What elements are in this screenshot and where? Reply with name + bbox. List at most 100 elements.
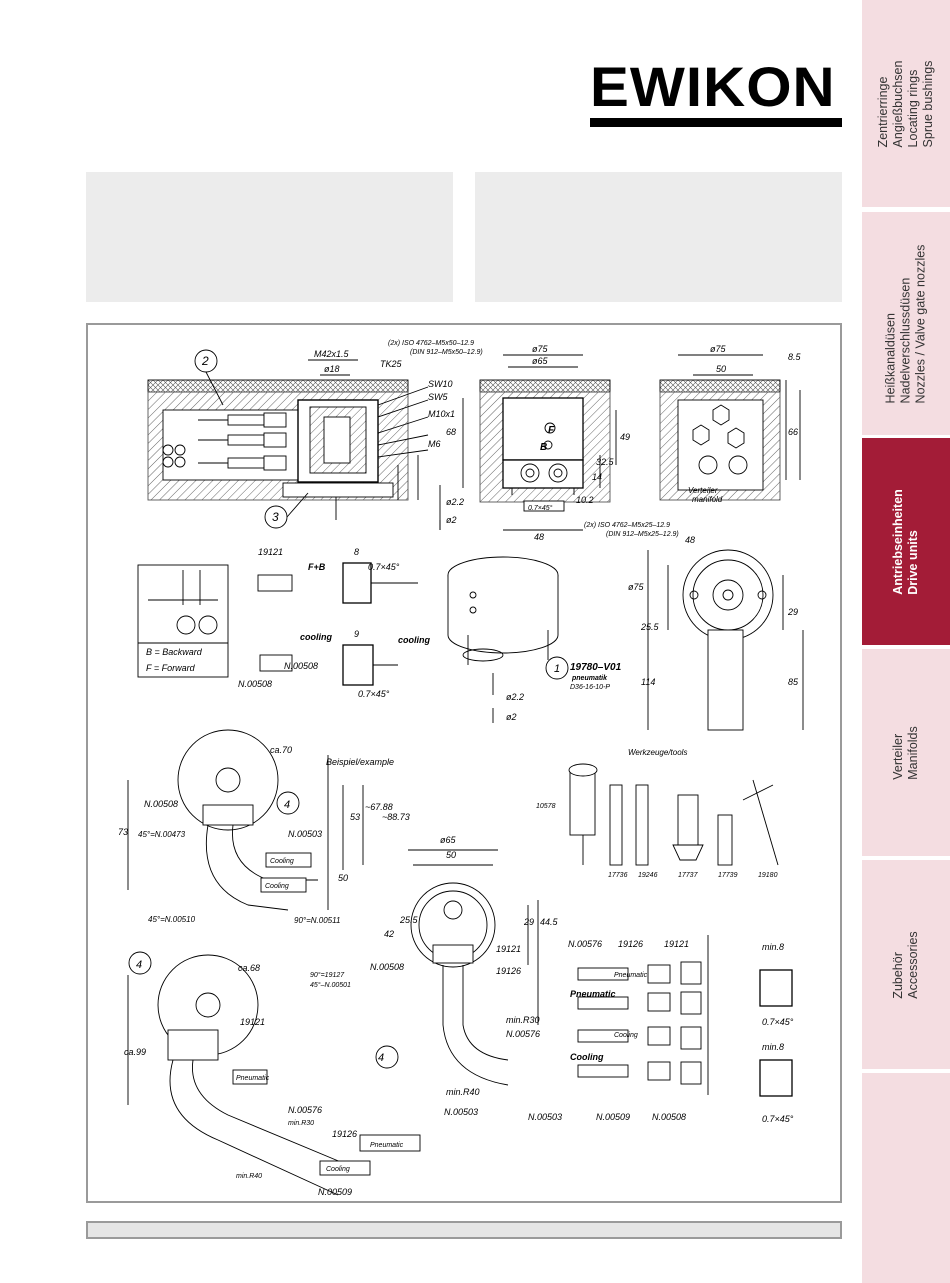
dim-m10: M10x1 (428, 409, 455, 419)
dim-68: 68 (446, 427, 456, 437)
dim-445: 44.5 (540, 917, 559, 927)
dim-d65-mid: ø65 (440, 835, 457, 845)
chamfer-a: 0.7×45° (368, 562, 400, 572)
dim-m6: M6 (428, 439, 441, 449)
tab-manifolds[interactable]: Verteiler Manifolds (862, 649, 950, 856)
part-n00508-e: N.00508 (652, 1112, 686, 1122)
tools-label: Werkzeuge/tools (628, 748, 687, 757)
label-cooling-g: Cooling (614, 1032, 638, 1039)
info-box-left (86, 172, 453, 302)
label-cooling-a: cooling (300, 632, 332, 642)
part-number: 19780–V01 (570, 662, 622, 673)
dim-d75-front: ø75 (532, 344, 549, 354)
dim-d75-side: ø75 (710, 344, 727, 354)
part-17736: 17736 (608, 872, 628, 879)
part-n00503-b: N.00503 (444, 1107, 478, 1117)
dim-minr40-a: min.R40 (236, 1173, 262, 1180)
label-fb: F+B (308, 562, 326, 572)
dim-73: 73 (118, 827, 128, 837)
dim-d2-mid: ø2 (506, 712, 517, 722)
dim-ca68: ca.68 (238, 963, 260, 973)
part-n00576-a: N.00576 (288, 1105, 322, 1115)
tab-accessories[interactable]: Zubehör Accessories (862, 860, 950, 1069)
tab-blank[interactable] (862, 1073, 950, 1283)
dim-49: 49 (620, 432, 630, 442)
callout-4b: 4 (136, 959, 142, 971)
label-cooling-d: Cooling (265, 883, 289, 890)
part-n00576-b: N.00576 (506, 1029, 540, 1039)
tab-label-nozzles: Heißkanaldüsen Nadelverschlussdüsen Nozz… (883, 244, 928, 403)
dim-left-n00508: N.00508 (284, 661, 318, 671)
part-19126-b: 19126 (496, 966, 521, 976)
callout-2: 2 (201, 354, 209, 368)
dim-d2-top: ø2 (446, 515, 457, 525)
label-b: B (540, 442, 547, 453)
iso-bottom: (2x) ISO 4762–M5x25–12.9 (584, 522, 670, 529)
dim-6788: ~67.88 (365, 802, 393, 812)
dim-min8-b: min.8 (762, 1042, 784, 1052)
part-n00509-b: N.00509 (596, 1112, 630, 1122)
part-19126-a: 19126 (332, 1129, 357, 1139)
chamfer-c: 0.7×45° (762, 1017, 794, 1027)
example-label: Beispiel/example (326, 757, 394, 767)
chamfer-b: 0.7×45° (358, 689, 390, 699)
tab-label-locating-rings: Zentrierringe Angießbuchsen Locating rin… (876, 60, 935, 147)
dim-d75-top: ø75 (628, 582, 645, 592)
part-19127: 90°=19127 (310, 971, 345, 979)
callout-4a: 4 (284, 799, 290, 811)
tab-locating-rings[interactable]: Zentrierringe Angießbuchsen Locating rin… (862, 0, 950, 207)
cylinder-spec: D36-16-10-P (570, 684, 610, 691)
din-top: (DIN 912–M5x50–12.9) (410, 349, 483, 356)
dim-8873: ~88.73 (382, 812, 410, 822)
tab-label-drive-units: Antriebseinheiten Drive units (891, 488, 920, 595)
part-17737: 17737 (678, 872, 699, 879)
chamfer-front: 0.7×45° (528, 504, 553, 512)
label-cooling-b: cooling (398, 635, 430, 645)
callout-1: 1 (554, 663, 560, 675)
chamfer-d: 0.7×45° (762, 1114, 794, 1124)
dim-d18: ø18 (324, 364, 340, 374)
part-n00509-a: N.00509 (318, 1187, 352, 1197)
manifold-de: Verteiler (688, 486, 718, 495)
dim-85: 85 (788, 677, 799, 687)
dim-66: 66 (788, 427, 798, 437)
dim-53: 53 (350, 812, 360, 822)
dim-48: 48 (534, 532, 544, 542)
part-00510: 45°=N.00510 (148, 915, 196, 924)
dim-255-mid: 25.5 (399, 915, 419, 925)
part-00511: 90°=N.00511 (294, 916, 340, 925)
label-pneumatic-b: Pneumatic (236, 1075, 270, 1082)
dim-50-noz: 50 (446, 850, 456, 860)
logo-underline (590, 118, 842, 127)
tab-drive-units[interactable]: Antriebseinheiten Drive units (862, 438, 950, 645)
drawing-canvas: 2 3 N.00508 M42x1.5 ø18 TK25 SW10 SW5 M1… (118, 340, 804, 1197)
dim-d65-front: ø65 (532, 356, 549, 366)
label-pneumatic-a: Pneumatic (370, 1142, 404, 1149)
dim-325: 32.5 (596, 457, 615, 467)
technical-drawing: 2 3 N.00508 M42x1.5 ø18 TK25 SW10 SW5 M1… (86, 323, 842, 1203)
dim-8: 8 (354, 547, 359, 557)
part-n00508-b: N.00508 (238, 679, 272, 689)
part-19126-c: 19126 (618, 939, 643, 949)
dim-255-top: 25.5 (640, 622, 660, 632)
label-cooling-f: Cooling (570, 1052, 604, 1062)
dim-m42: M42x1.5 (314, 349, 350, 359)
legend-f: F = Forward (146, 663, 196, 673)
label-cooling-c: Cooling (270, 858, 294, 865)
dim-50-mid: 50 (338, 873, 348, 883)
dim-50-side: 50 (716, 364, 726, 374)
manifold-en: manifold (692, 495, 723, 504)
tab-nozzles[interactable]: Heißkanaldüsen Nadelverschlussdüsen Nozz… (862, 212, 950, 435)
part-10578: 10578 (536, 803, 556, 810)
part-n00503-c: N.00503 (528, 1112, 562, 1122)
part-19180: 19180 (758, 872, 778, 879)
dim-9: 9 (354, 629, 359, 639)
footer-bar (86, 1221, 842, 1239)
dim-minr40-b: min.R40 (446, 1087, 480, 1097)
dim-min8-a: min.8 (762, 942, 784, 952)
part-n00576-c: N.00576 (568, 939, 602, 949)
dim-114-top: 114 (641, 677, 655, 687)
dim-48-top: 48 (685, 535, 695, 545)
part-type: pneumatik (571, 675, 608, 682)
label-cooling-e: Cooling (326, 1166, 350, 1173)
